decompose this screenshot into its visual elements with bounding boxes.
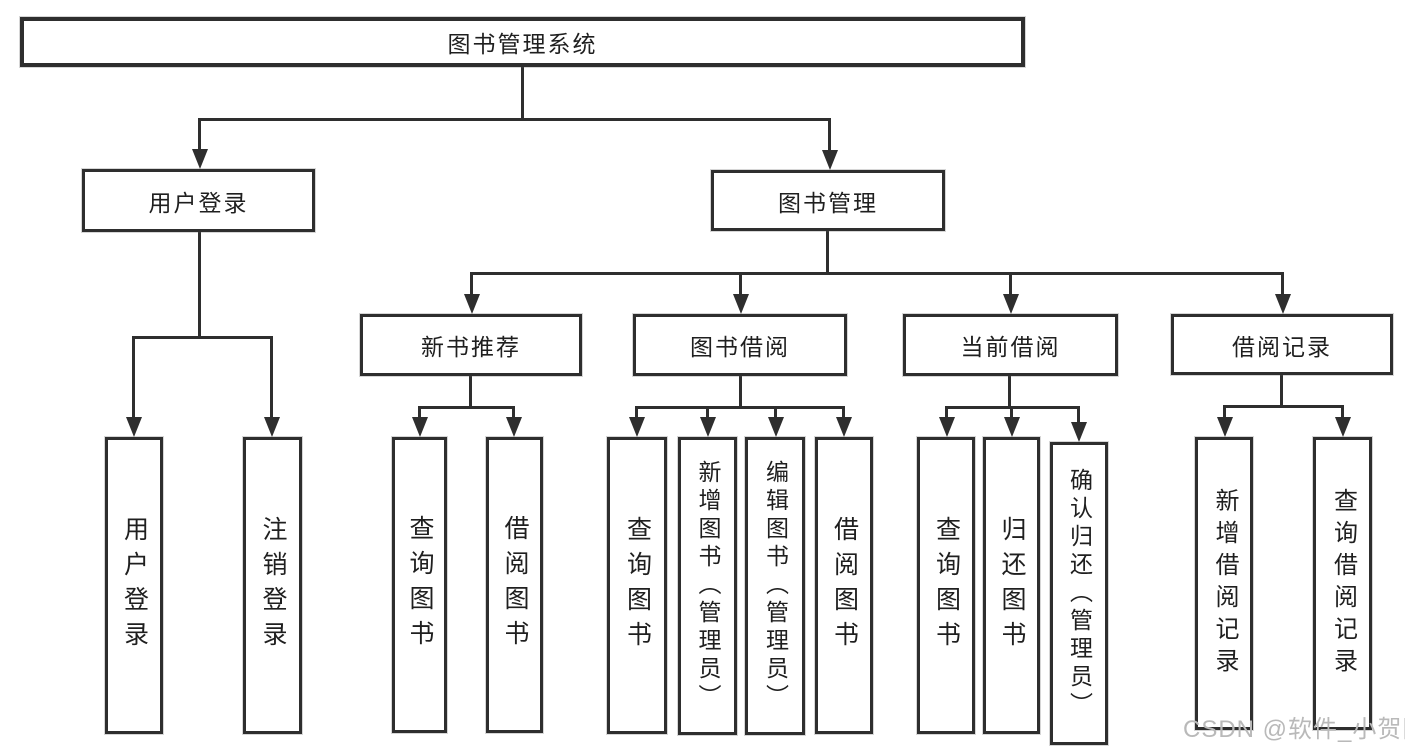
node-book-borrow: 图书借阅 [633,314,847,376]
leaf-node-add-books-admin: 新增图书（管理员） [678,437,737,735]
connector-arrow-shaft [1009,272,1012,298]
arrowhead-down-icon [821,150,838,170]
connector-level2-branch [470,272,1283,275]
connector-newbook-stem [469,376,472,409]
leaf-node-user-login: 用户登录 [105,437,163,734]
leaf-label: 查询借阅记录 [1329,487,1357,680]
leaf-node-borrow-books: 借阅图书 [815,437,873,734]
arrowhead-down-icon [463,294,480,314]
connector-arrow-shaft [270,336,273,423]
connector-arrow-shaft [774,406,777,423]
connector-borrowrecord-stem [1280,375,1283,408]
node-book-management: 图书管理 [711,170,945,231]
leaf-label: 查询图书 [932,515,961,656]
leaf-label: 借阅图书 [830,515,859,656]
arrowhead-down-icon [263,417,280,437]
leaf-label: 查询图书 [623,515,652,656]
connector-bookmgmt-stem [826,231,829,275]
connector-arrow-shaft [512,406,515,423]
connector-arrow-shaft [198,118,201,154]
connector-arrow-shaft [1010,406,1013,423]
arrowhead-down-icon [699,417,716,437]
connector-arrow-shaft [945,406,948,423]
connector-arrow-shaft [842,406,845,423]
connector-arrow-shaft [1223,405,1226,423]
connector-newbook-branch [418,406,515,409]
node-user-login: 用户登录 [82,169,315,232]
leaf-label: 借阅图书 [501,515,529,655]
arrowhead-down-icon [732,294,749,314]
node-borrow-record: 借阅记录 [1171,314,1393,375]
arrowhead-down-icon [1334,417,1351,437]
arrowhead-down-icon [1070,422,1087,442]
connector-arrow-shaft [1281,272,1284,298]
leaf-node-query-books: 查询图书 [607,437,667,734]
connector-currentborrow-stem [1008,376,1011,409]
node-new-book-recommend: 新书推荐 [360,314,582,376]
leaf-node-borrow-books-recommend: 借阅图书 [486,437,543,733]
arrowhead-down-icon [835,417,852,437]
arrowhead-down-icon [191,149,208,169]
connector-arrow-shaft [706,406,709,423]
connector-userlogin-branch [132,336,273,339]
connector-arrow-shaft [635,406,638,423]
leaf-node-confirm-return-admin: 确认归还（管理员） [1050,442,1108,745]
arrowhead-down-icon [1274,294,1291,314]
leaf-node-query-current: 查询图书 [917,437,975,734]
connector-borrowrecord-branch [1223,405,1343,408]
arrowhead-down-icon [125,417,142,437]
leaf-node-logout: 注销登录 [243,437,302,734]
connector-arrow-shaft [828,118,831,154]
arrowhead-down-icon [1002,294,1019,314]
connector-arrow-shaft [132,336,135,423]
connector-arrow-shaft [418,406,421,423]
leaf-node-query-books-recommend: 查询图书 [392,437,447,733]
leaf-label: 归还图书 [998,515,1026,656]
arrowhead-down-icon [505,417,522,437]
arrowhead-down-icon [767,417,784,437]
arrowhead-down-icon [628,417,645,437]
node-current-borrow: 当前借阅 [903,314,1118,376]
arrowhead-down-icon [1216,417,1233,437]
connector-root-stem [521,67,524,121]
connector-arrow-shaft [470,272,473,298]
leaf-label: 新增借阅记录 [1211,487,1238,680]
connector-bookborrow-stem [739,376,742,409]
leaf-label: 用户登录 [120,515,149,656]
leaf-node-add-borrow-record: 新增借阅记录 [1195,437,1253,730]
connector-level1-branch [198,118,831,121]
leaf-node-query-borrow-record: 查询借阅记录 [1313,437,1372,730]
arrowhead-down-icon [938,417,955,437]
leaf-label: 注销登录 [259,515,287,656]
leaf-label: 新增图书（管理员） [695,460,721,712]
csdn-watermark: CSDN @软件_小贺同学 [1183,716,1405,743]
leaf-node-return-books: 归还图书 [983,437,1040,734]
connector-bookborrow-branch [635,406,844,409]
connector-arrow-shaft [739,272,742,298]
arrowhead-down-icon [411,417,428,437]
leaf-node-edit-books-admin: 编辑图书（管理员） [745,437,805,735]
arrowhead-down-icon [1003,417,1020,437]
leaf-label: 编辑图书（管理员） [762,460,789,712]
connector-arrow-shaft [1077,406,1080,426]
root-node-library-system: 图书管理系统 [20,17,1025,67]
leaf-label: 确认归还（管理员） [1066,467,1093,720]
connector-arrow-shaft [1341,405,1344,423]
leaf-label: 查询图书 [406,515,434,655]
connector-userlogin-stem [198,232,201,339]
